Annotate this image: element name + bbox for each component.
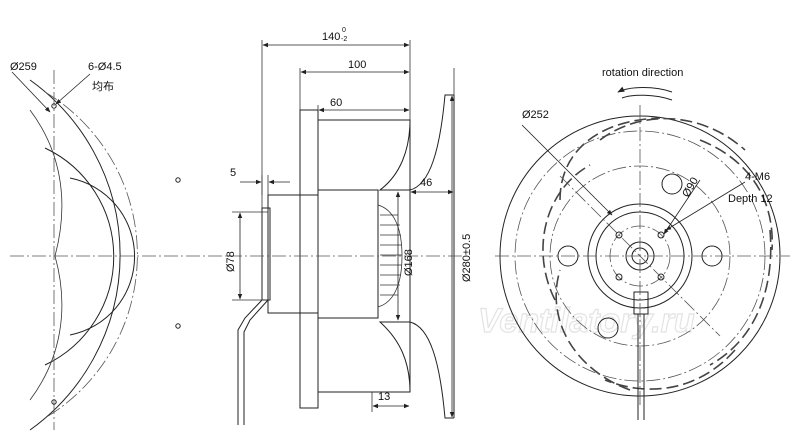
left-inner-arc <box>44 147 115 366</box>
left-core-arc <box>69 177 136 336</box>
blade <box>599 117 746 151</box>
front-cable <box>637 314 645 420</box>
thread-hole <box>657 231 665 239</box>
leader-o90 <box>663 179 701 235</box>
blade <box>555 269 631 391</box>
blade <box>709 229 772 366</box>
left-bolt-circle-arc <box>44 91 138 419</box>
leader-m6 <box>665 181 746 231</box>
mount-lug <box>597 317 619 339</box>
label-rotation-direction: rotation direction <box>602 67 683 79</box>
blade <box>542 164 591 301</box>
hub-block <box>317 189 379 319</box>
label-bolt-circle: Ø252 <box>522 109 549 121</box>
label-inner-diameter: Ø168 <box>403 249 415 276</box>
left-hole <box>51 399 57 405</box>
left-blade-curve-1 <box>29 109 63 257</box>
label-outer-diameter: Ø259 <box>10 61 37 73</box>
label-46: 46 <box>420 177 432 189</box>
shroud-top <box>318 94 454 191</box>
label-140-tol-upper: 0 <box>342 27 346 34</box>
left-blade-curve-2 <box>29 255 63 401</box>
label-thread-depth: Depth 12 <box>728 193 773 205</box>
rotor-fins <box>377 204 403 308</box>
blade <box>604 349 736 390</box>
label-60: 60 <box>330 97 342 109</box>
left-outer-arc <box>29 79 121 431</box>
shroud-bottom <box>318 321 454 419</box>
label-100: 100 <box>348 59 366 71</box>
left-hole <box>175 323 181 329</box>
label-thread: 4-M6 <box>745 171 770 183</box>
label-holes: 6-Ø4.5 <box>88 61 122 73</box>
left-hole <box>51 103 57 109</box>
front-diagonal <box>559 175 721 337</box>
motor-body <box>299 109 319 409</box>
motor-housing <box>267 194 319 314</box>
thread-hole <box>615 231 623 239</box>
cable-connector <box>633 291 649 315</box>
leader-holes <box>55 73 91 105</box>
front-view: rotation direction Ø252 Ø90 4-M6 Depth 1… <box>495 67 790 420</box>
label-hub-diameter: Ø78 <box>225 251 237 272</box>
leader-o252 <box>521 124 613 216</box>
thread-hole <box>615 273 623 281</box>
label-holes-note: 均布 <box>92 80 114 93</box>
label-140: 140 <box>322 31 340 43</box>
watermark: Ventilatory.ru <box>478 302 695 340</box>
rotation-arrow <box>617 86 673 93</box>
label-5: 5 <box>230 167 236 179</box>
motor-cap <box>261 207 271 301</box>
mount-lug <box>661 173 683 195</box>
label-wheel-diameter: Ø280±0.5 <box>461 234 473 282</box>
label-140-tol-lower: -2 <box>341 36 347 43</box>
cable <box>237 299 269 425</box>
blade <box>559 117 661 201</box>
thread-hole <box>657 273 665 281</box>
label-13: 13 <box>378 391 390 403</box>
blade <box>699 139 773 251</box>
left-view: Ø259 6-Ø4.5 均布 <box>10 61 230 431</box>
side-view: 140 0 -2 100 60 5 46 Ø78 Ø168 <box>225 27 473 425</box>
left-hole <box>175 177 181 183</box>
leader-o259 <box>11 71 51 113</box>
